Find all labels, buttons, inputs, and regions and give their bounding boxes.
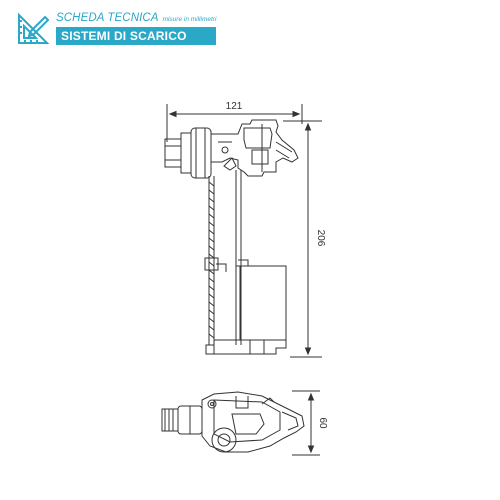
ruler-pencil-icon — [18, 12, 50, 44]
header-text: SCHEDA TECNICA misure in millimetri SIST… — [56, 12, 217, 45]
height-dimension-label: 206 — [315, 230, 326, 247]
depth-dimension-label: 60 — [317, 417, 328, 429]
page-title: SCHEDA TECNICA — [56, 12, 159, 24]
width-dimension-label: 121 — [226, 101, 243, 112]
header: SCHEDA TECNICA misure in millimetri SIST… — [16, 12, 217, 46]
valve-top-view — [161, 391, 305, 453]
header-title-row: SCHEDA TECNICA misure in millimetri — [56, 12, 216, 24]
category-banner: SISTEMI DI SCARICO — [56, 27, 217, 45]
valve-front-view — [164, 119, 299, 355]
depth-dimension — [292, 390, 320, 456]
height-dimension — [283, 120, 322, 358]
page-subtitle: misure in millimetri — [162, 16, 217, 23]
